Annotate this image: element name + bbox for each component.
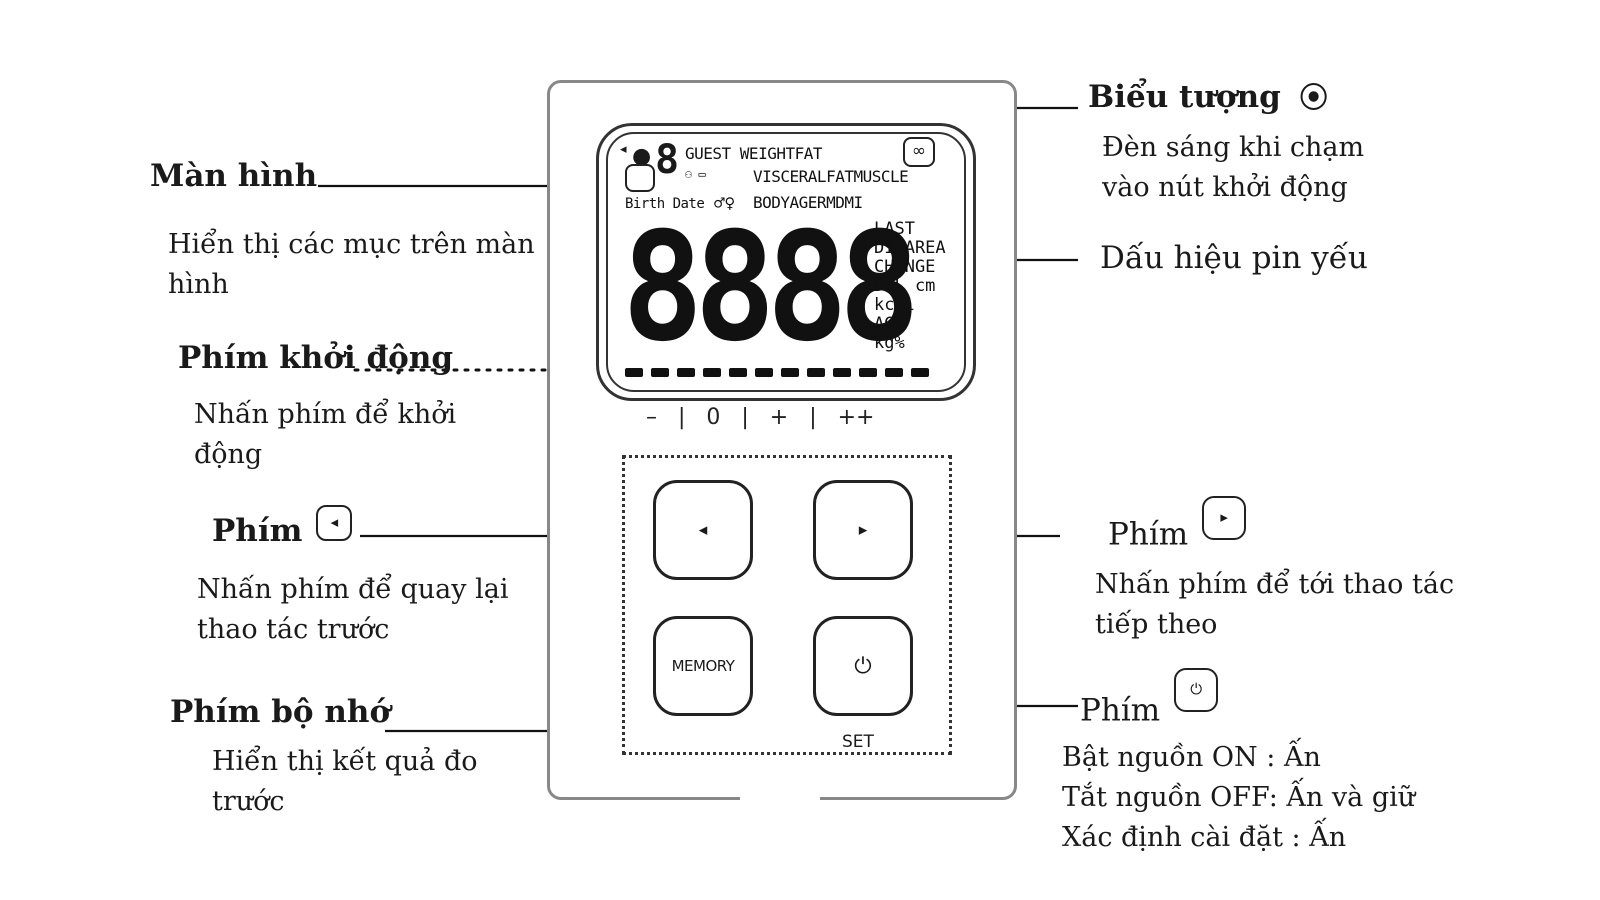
arrow-right-icon: ▸ [1202,496,1247,540]
memory-button-label: MEMORY [671,657,735,675]
person-icon: ● [632,144,652,169]
start-key-label-title: Phím khởi động [178,340,454,376]
left-key-label-text: Phím [212,513,303,549]
power-set-button[interactable]: ⏻ [813,616,913,716]
power-key-label-text: Phím [1080,692,1161,729]
button-arrow-right-icon: ▸ [858,520,868,540]
right-key-button[interactable]: ▸ [813,480,913,580]
lcd-frame [596,123,976,401]
left-key-label-desc: Nhấn phím để quay lại thao tác trước [197,574,509,645]
lcd-gender-icons: ♂♀ [714,193,735,214]
touch-indicator-icon: ⦿ [1299,81,1328,114]
memory-key-label-title: Phím bộ nhớ [170,694,391,730]
lcd-units: LAST DIFAREA CHANGE DEL cm kcal AGE kg% [874,220,946,353]
lcd-row1: GUEST WEIGHTFAT [685,144,823,163]
symbol-label-desc: Đèn sáng khi chạm vào nút khởi động [1102,132,1365,203]
symbol-label-title: Biểu tượng ⦿ [1088,76,1328,116]
lcd-main-digits: 8888 [622,201,920,375]
lcd-row3: BODYAGERMDMI [753,193,863,212]
left-key-button[interactable]: ◂ [653,480,753,580]
lcd-row3-left: Birth Date [625,196,705,212]
unit-del-cm: DEL cm [874,276,936,296]
lcd-row2: VISCERALFATMUSCLE [753,167,909,186]
button-power-icon: ⏻ [854,653,872,679]
start-key-label-desc: Nhấn phím để khởi động [194,399,457,470]
unit-kcal: kcal [874,295,915,315]
confirm-setting-line: Xác định cài đặt : Ấn [1062,822,1347,853]
memory-key-button[interactable]: MEMORY [653,616,753,716]
lcd-row2-icons: ⚇ ▭ [685,167,706,181]
lcd-small-digit: 8 [655,137,680,183]
power-key-label-title: Phím ⏻ [1080,668,1219,734]
lcd-touch-indicator-icon [625,164,655,192]
right-key-label-desc: Nhấn phím để tới thao tác tiếp theo [1095,569,1455,640]
unit-kg-percent: kg% [874,333,905,353]
symbol-label-text: Biểu tượng [1088,79,1281,115]
unit-age: AGE [874,314,905,334]
device-body [547,80,1017,800]
low-battery-icon: ∞ [903,137,935,167]
power-icon: ⏻ [1174,668,1219,712]
set-label: SET [842,732,874,752]
left-key-label-title: Phím ◂ [212,504,353,551]
right-key-label-title: Phím ▸ [1108,496,1247,558]
display-label-desc: Hiển thị các mục trên màn hình [168,229,535,300]
right-key-label-text: Phím [1108,516,1189,553]
battery-label-title: Dấu hiệu pin yếu [1100,240,1368,276]
unit-difarea: DIFAREA [874,238,946,258]
power-on-line: Bật nguồn ON : Ấn [1062,742,1321,773]
buttons-area [622,455,952,755]
arrow-left-icon: ◂ [316,504,353,541]
power-off-line: Tắt nguồn OFF: Ấn và giữ [1062,782,1416,813]
memory-key-label-desc: Hiển thị kết quả đo trước [212,746,478,817]
lcd-screen [606,132,966,392]
lcd-left-arrow-icon: ◂ [620,142,627,157]
button-arrow-left-icon: ◂ [698,520,708,540]
lcd-segment-bar [625,368,929,377]
device-body-gap [740,796,820,804]
unit-change: CHANGE [874,257,936,277]
unit-last: LAST [874,219,915,239]
display-label-title: Màn hình [150,158,318,194]
power-key-label-desc: Bật nguồn ON : Ấn Tắt nguồn OFF: Ấn và g… [1062,738,1482,858]
scale-label: – | 0 | + | ++ [646,405,875,430]
